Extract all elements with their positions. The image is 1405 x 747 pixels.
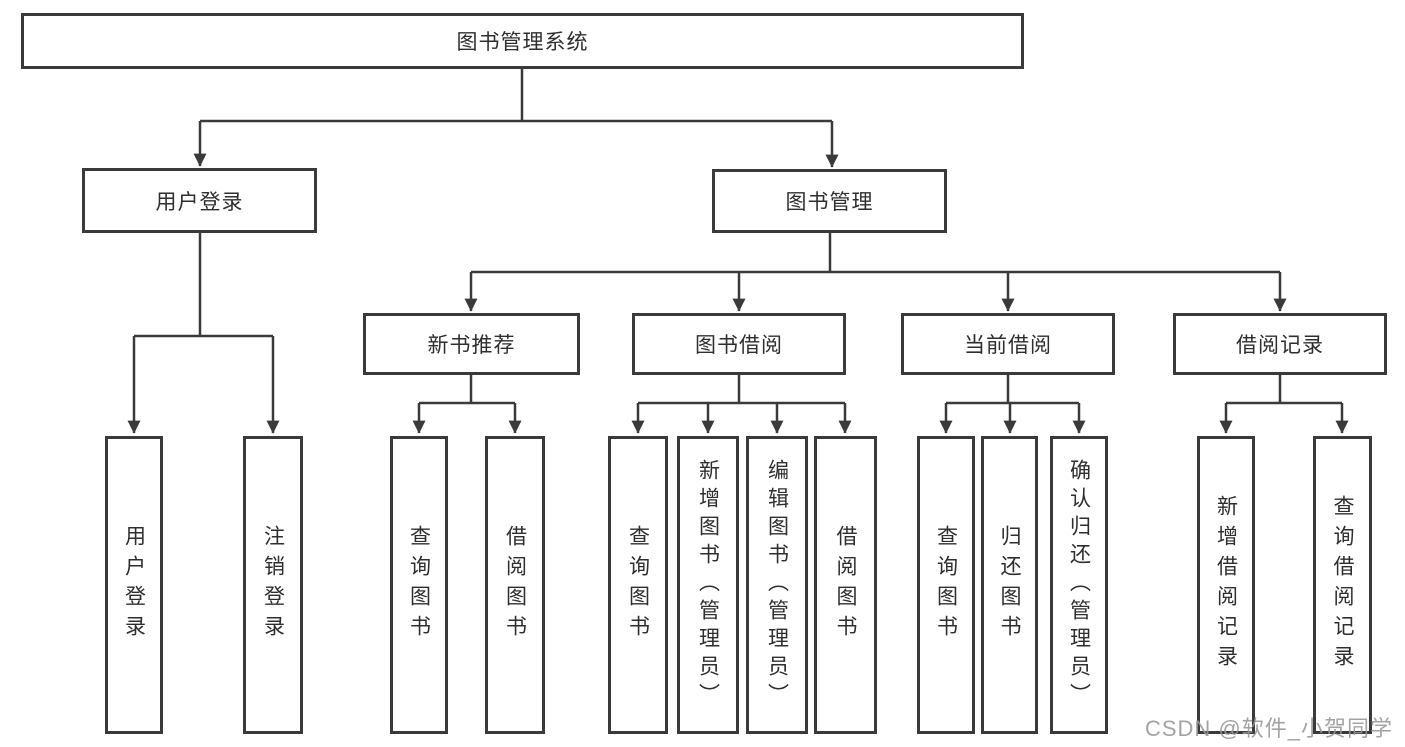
- leaf-edit-books-admin: 编辑图书（管理员）: [746, 436, 808, 734]
- leaf-query-books-recommend: 查询图书: [390, 436, 448, 734]
- node-root-library-system: 图书管理系统: [21, 13, 1024, 69]
- leaf-query-borrow-record: 查询借阅记录: [1313, 436, 1372, 734]
- csdn-watermark: CSDN @软件_小贺同学: [1144, 716, 1393, 741]
- leaf-confirm-return-admin: 确认归还（管理员）: [1050, 436, 1108, 734]
- leaf-logout: 注销登录: [243, 436, 303, 734]
- node-borrowing-records: 借阅记录: [1173, 313, 1387, 375]
- node-current-borrowing: 当前借阅: [901, 313, 1115, 375]
- leaf-query-books-borrowing: 查询图书: [608, 436, 668, 734]
- node-new-book-recommend: 新书推荐: [363, 313, 580, 375]
- leaf-user-login: 用户登录: [105, 436, 163, 734]
- leaf-borrow-books-recommend: 借阅图书: [485, 436, 545, 734]
- node-book-borrowing: 图书借阅: [632, 313, 846, 375]
- leaf-query-books-current: 查询图书: [917, 436, 975, 734]
- node-user-login: 用户登录: [82, 168, 317, 233]
- leaf-return-books: 归还图书: [981, 436, 1038, 734]
- node-book-management: 图书管理: [712, 169, 947, 233]
- leaf-add-borrow-record: 新增借阅记录: [1197, 436, 1255, 734]
- leaf-add-books-admin: 新增图书（管理员）: [677, 436, 739, 734]
- leaf-borrow-books: 借阅图书: [814, 436, 877, 734]
